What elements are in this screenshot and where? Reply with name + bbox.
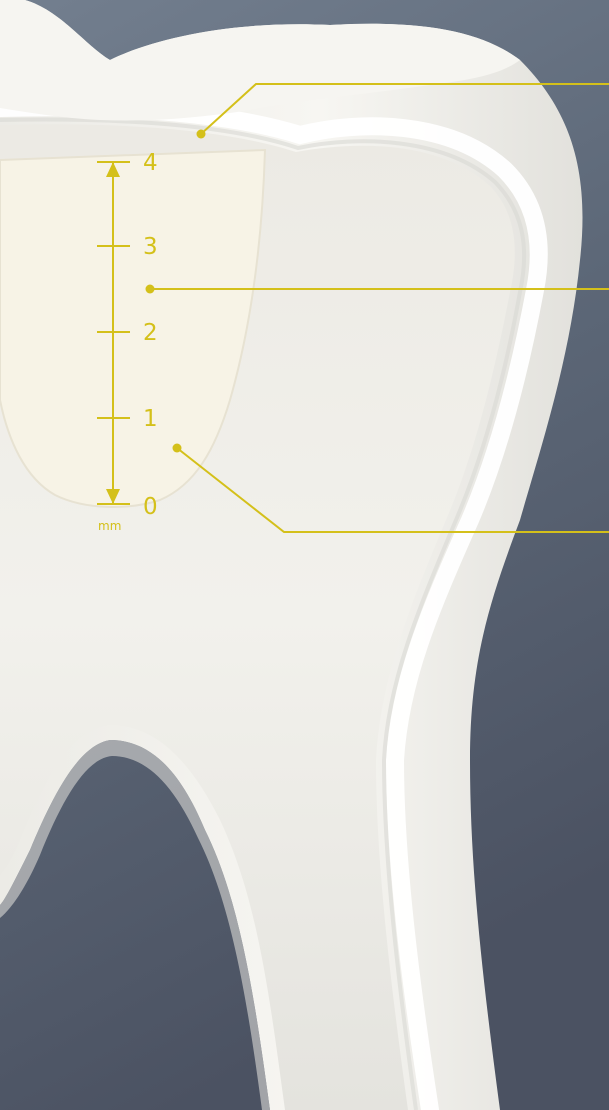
- scale-label-3: 3: [143, 234, 158, 260]
- callout-dot-icon: [146, 285, 155, 294]
- callout-dot-icon: [173, 444, 182, 453]
- scale-label-1: 1: [143, 406, 158, 432]
- callout-dot-icon: [197, 130, 206, 139]
- scale-unit-label: mm: [98, 519, 121, 533]
- scale-label-0: 0: [143, 494, 158, 520]
- scale-label-4: 4: [143, 150, 158, 176]
- scale-label-2: 2: [143, 320, 158, 346]
